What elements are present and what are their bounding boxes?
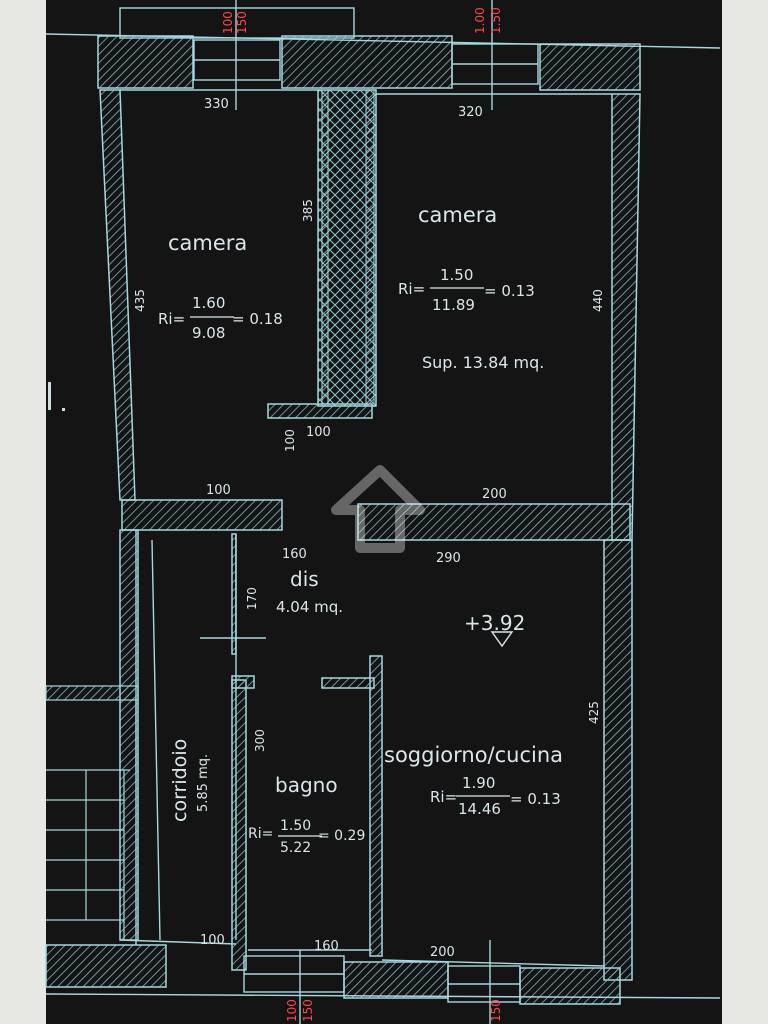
ri-label: Ri= xyxy=(430,788,457,806)
elevation-label: +3.92 xyxy=(464,611,525,635)
dim-right-wall-height: 440 xyxy=(591,289,605,312)
left-mark xyxy=(48,382,51,410)
dim-bagno-height: 300 xyxy=(253,729,267,752)
red-mark-top-1: 100 xyxy=(221,11,235,34)
ri-label: Ri= xyxy=(158,310,185,328)
room-area: 5.85 mq. xyxy=(196,754,211,812)
room-name: soggiorno/cucina xyxy=(384,743,563,767)
room-bagno: bagno Ri= 1.50 5.22 = 0.29 xyxy=(248,773,365,856)
ri-denominator: 5.22 xyxy=(280,840,311,856)
dim-door-right: 200 xyxy=(482,487,507,502)
dim-dis-height: 170 xyxy=(245,587,259,610)
bottom-windows xyxy=(45,940,721,1024)
ri-value: = 0.29 xyxy=(318,828,365,844)
ri-numerator: 1.50 xyxy=(280,818,311,834)
top-windows xyxy=(45,0,721,110)
ri-value: = 0.18 xyxy=(232,310,283,328)
red-mark-bottom-2: 150 xyxy=(301,999,315,1022)
dim-central-wall: 385 xyxy=(301,199,315,222)
red-mark-bottom-1: 100 xyxy=(285,999,299,1022)
room-dis: dis 4.04 mq. xyxy=(276,567,343,616)
room-corridoio: corridoio 5.85 mq. xyxy=(169,739,211,822)
dim-soggiorno-right: 425 xyxy=(587,701,601,724)
ri-denominator: 11.89 xyxy=(432,296,475,314)
dim-bottom-right: 200 xyxy=(430,945,455,960)
dim-soggiorno-top: 290 xyxy=(436,551,461,566)
red-mark-bottom-3: 150 xyxy=(489,999,503,1022)
stair-block xyxy=(45,685,139,940)
room-area: 4.04 mq. xyxy=(276,598,343,616)
ri-numerator: 1.50 xyxy=(440,266,473,284)
red-mark-top-3: 1.00 xyxy=(473,7,487,34)
ri-denominator: 14.46 xyxy=(458,800,501,818)
ri-label: Ri= xyxy=(398,280,425,298)
ri-label: Ri= xyxy=(248,826,273,842)
dim-top-left-window: 330 xyxy=(204,97,229,112)
dim-door-small-1: 100 xyxy=(306,425,331,440)
red-mark-top-2: 150 xyxy=(235,11,249,34)
room-name: camera xyxy=(168,231,247,255)
dim-bottom-mid: 160 xyxy=(314,939,339,954)
room-camera-right: camera Ri= 1.50 11.89 = 0.13 Sup. 13.84 … xyxy=(398,203,544,372)
ri-numerator: 1.60 xyxy=(192,294,225,312)
red-mark-top-4: 1.50 xyxy=(489,7,503,34)
room-soggiorno-cucina: soggiorno/cucina Ri= 1.90 14.46 = 0.13 xyxy=(384,743,563,818)
watermark-logo xyxy=(331,465,425,553)
room-name: corridoio xyxy=(169,739,191,822)
dim-bottom-left: 100 xyxy=(200,933,225,948)
dim-door-left: 100 xyxy=(206,483,231,498)
red-dimension-marks: 100 150 1.00 1.50 100 150 150 xyxy=(221,7,503,1022)
dim-top-right-window: 320 xyxy=(458,105,483,120)
ri-numerator: 1.90 xyxy=(462,774,495,792)
ri-value: = 0.13 xyxy=(510,790,561,808)
dimension-labels: 330 320 435 440 385 100 100 100 200 160 … xyxy=(133,97,605,960)
walls xyxy=(45,35,641,1005)
room-name: dis xyxy=(290,567,319,591)
ri-denominator: 9.08 xyxy=(192,324,225,342)
room-name: camera xyxy=(418,203,497,227)
room-camera-left: camera Ri= 1.60 9.08 = 0.18 xyxy=(158,231,283,342)
surface-area: Sup. 13.84 mq. xyxy=(422,353,544,372)
dim-dis-width: 160 xyxy=(282,547,307,562)
dim-door-small-2: 100 xyxy=(283,429,297,452)
ri-value: = 0.13 xyxy=(484,282,535,300)
room-name: bagno xyxy=(275,773,338,797)
dim-left-wall-height: 435 xyxy=(133,289,147,312)
elevation-marker-icon xyxy=(490,631,514,648)
